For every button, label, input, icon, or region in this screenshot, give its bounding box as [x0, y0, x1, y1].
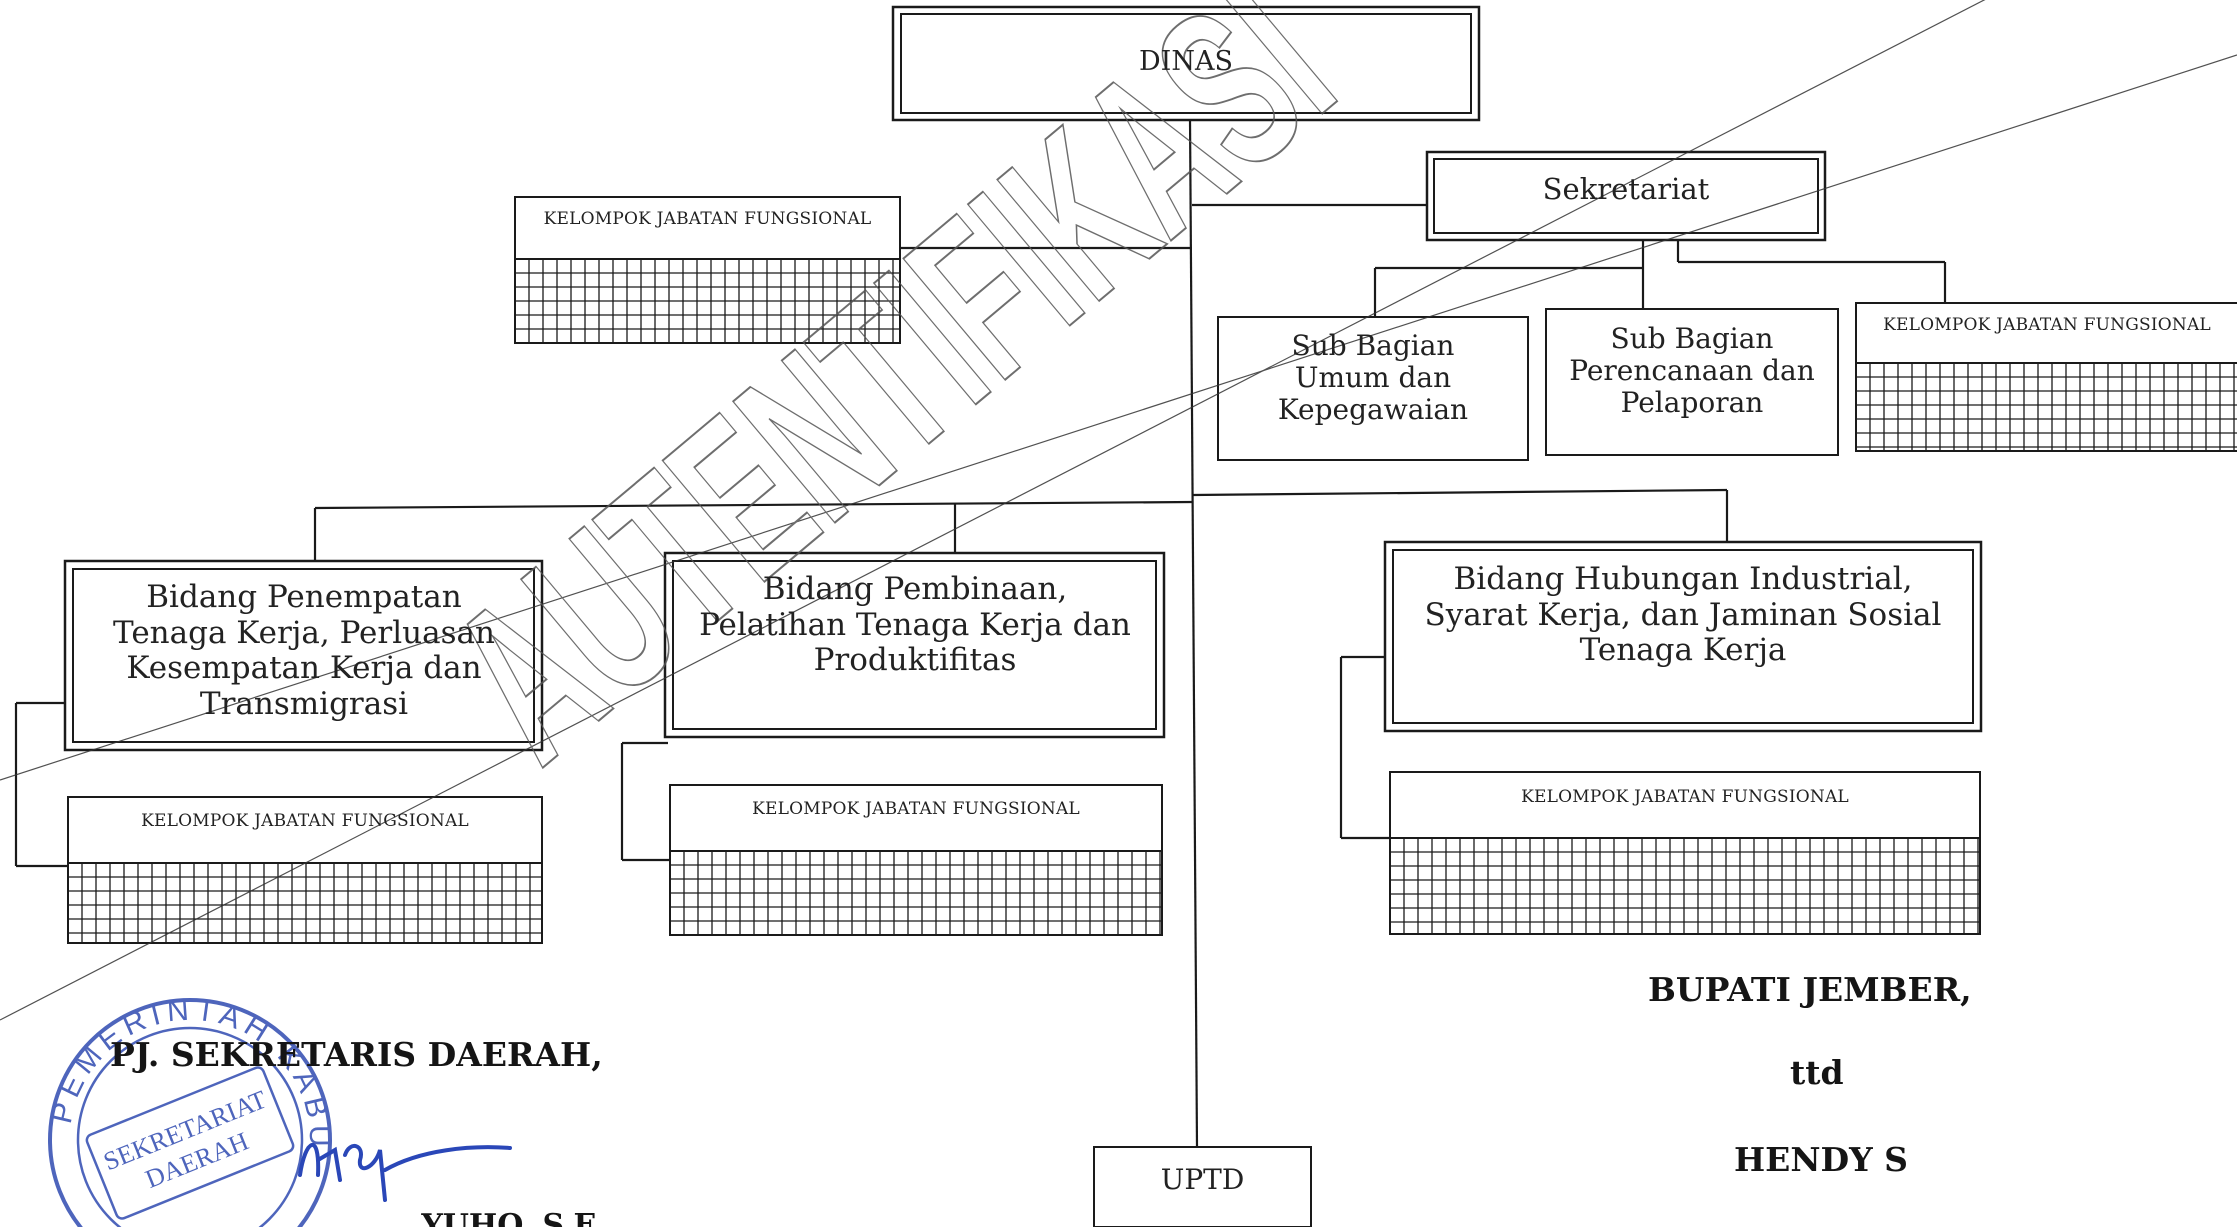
right-signatory-name: HENDY S: [1734, 1140, 1908, 1179]
grid-hatch: [670, 851, 1162, 935]
grid-hatch: [68, 863, 542, 943]
dinas-label: DINAS: [1139, 46, 1233, 77]
left-signatory-name: ...YUHO, S.E.: [390, 1208, 607, 1227]
functional-group-label-div2: KELOMPOK JABATAN FUNGSIONAL: [752, 799, 1080, 819]
right-signatory-ttd: ttd: [1790, 1053, 1844, 1092]
functional-group-label-top-left: KELOMPOK JABATAN FUNGSIONAL: [543, 209, 872, 229]
grid-hatch: [1856, 363, 2237, 451]
division-box-3: [1383, 540, 1983, 733]
uptd-box: [1093, 1146, 1312, 1227]
functional-group-label-top-right: KELOMPOK JABATAN FUNGSIONAL: [1883, 315, 2211, 335]
division-box-1: [63, 559, 544, 752]
grid-hatch: [515, 259, 900, 343]
functional-group-label-div3: KELOMPOK JABATAN FUNGSIONAL: [1521, 787, 1849, 807]
sub-part-label-general: Sub Bagian Umum dan Kepegawaian: [1277, 329, 1469, 427]
connector-line: [1188, 117, 1199, 1148]
secretariat-label: Sekretariat: [1542, 172, 1710, 206]
sub-part-label-planning: Sub Bagian Perencanaan dan Pelaporan: [1569, 322, 1815, 420]
sub-part-box-general: [1217, 316, 1529, 461]
functional-group-label-div1: KELOMPOK JABATAN FUNGSIONAL: [141, 811, 469, 831]
right-signatory-title: BUPATI JEMBER,: [1648, 970, 1972, 1009]
functional-group-div3: [1389, 771, 1981, 935]
uptd-label: UPTD: [1160, 1163, 1245, 1196]
division-label-2: Bidang Pembinaan, Pelatihan Tenaga Kerja…: [699, 571, 1131, 679]
division-label-1: Bidang Penempatan Tenaga Kerja, Perluasa…: [113, 579, 495, 722]
division-label-3: Bidang Hubungan Industrial, Syarat Kerja…: [1424, 561, 1942, 669]
functional-group-top-right: [1855, 302, 2237, 452]
left-signatory-title: PJ. SEKRETARIS DAERAH,: [110, 1035, 603, 1074]
functional-group-div2: [669, 784, 1163, 936]
handwritten-signature: [298, 1143, 512, 1202]
functional-group-top-left: [514, 196, 901, 344]
dinas-box: [891, 5, 1481, 122]
grid-hatch: [1390, 838, 1980, 934]
sub-part-box-planning: [1545, 308, 1839, 456]
connector-line: [314, 500, 1194, 510]
connector-line: [1192, 488, 1728, 497]
division-box-2: [663, 551, 1166, 739]
secretariat-box: [1425, 150, 1827, 242]
